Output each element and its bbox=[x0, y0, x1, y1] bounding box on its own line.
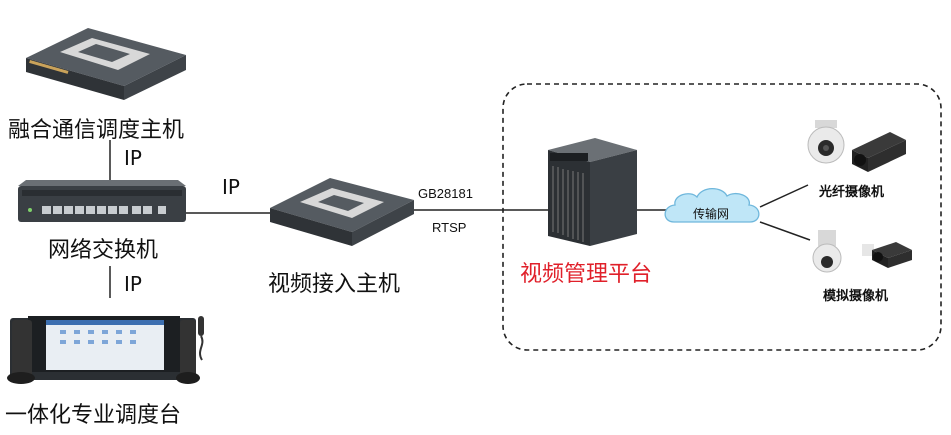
box-camera-icon bbox=[862, 242, 912, 268]
ip-label-top: IP bbox=[124, 146, 142, 170]
fiber-camera-label: 光纤摄像机 bbox=[819, 185, 885, 200]
server-1u-icon bbox=[270, 178, 414, 246]
video-system-region bbox=[502, 83, 942, 351]
dome-camera-icon bbox=[812, 230, 842, 273]
link-cloud-analog bbox=[759, 221, 811, 241]
console-label: 一体化专业调度台 bbox=[5, 403, 182, 428]
network-switch-icon bbox=[18, 180, 186, 222]
ip-label-mid: IP bbox=[222, 175, 240, 199]
cloud-label: 传输网 bbox=[693, 207, 730, 221]
protocol-rtsp: RTSP bbox=[432, 220, 467, 235]
dome-camera-icon bbox=[807, 120, 845, 164]
video-access-label: 视频接入主机 bbox=[268, 272, 401, 297]
analog-camera-label: 模拟摄像机 bbox=[823, 289, 889, 304]
server-1u-icon bbox=[26, 28, 186, 100]
cloud-icon bbox=[664, 187, 760, 223]
link-cloud-fiber bbox=[759, 184, 809, 208]
switch-label: 网络交换机 bbox=[48, 238, 159, 263]
box-camera-icon bbox=[852, 132, 906, 172]
protocol-gb28181: GB28181 bbox=[418, 186, 473, 201]
dispatch-console-icon bbox=[7, 316, 204, 384]
fusion-host-label: 融合通信调度主机 bbox=[8, 118, 185, 143]
rack-chassis-icon bbox=[548, 138, 637, 246]
ip-label-bottom: IP bbox=[124, 272, 142, 296]
video-platform-label: 视频管理平台 bbox=[520, 262, 653, 287]
